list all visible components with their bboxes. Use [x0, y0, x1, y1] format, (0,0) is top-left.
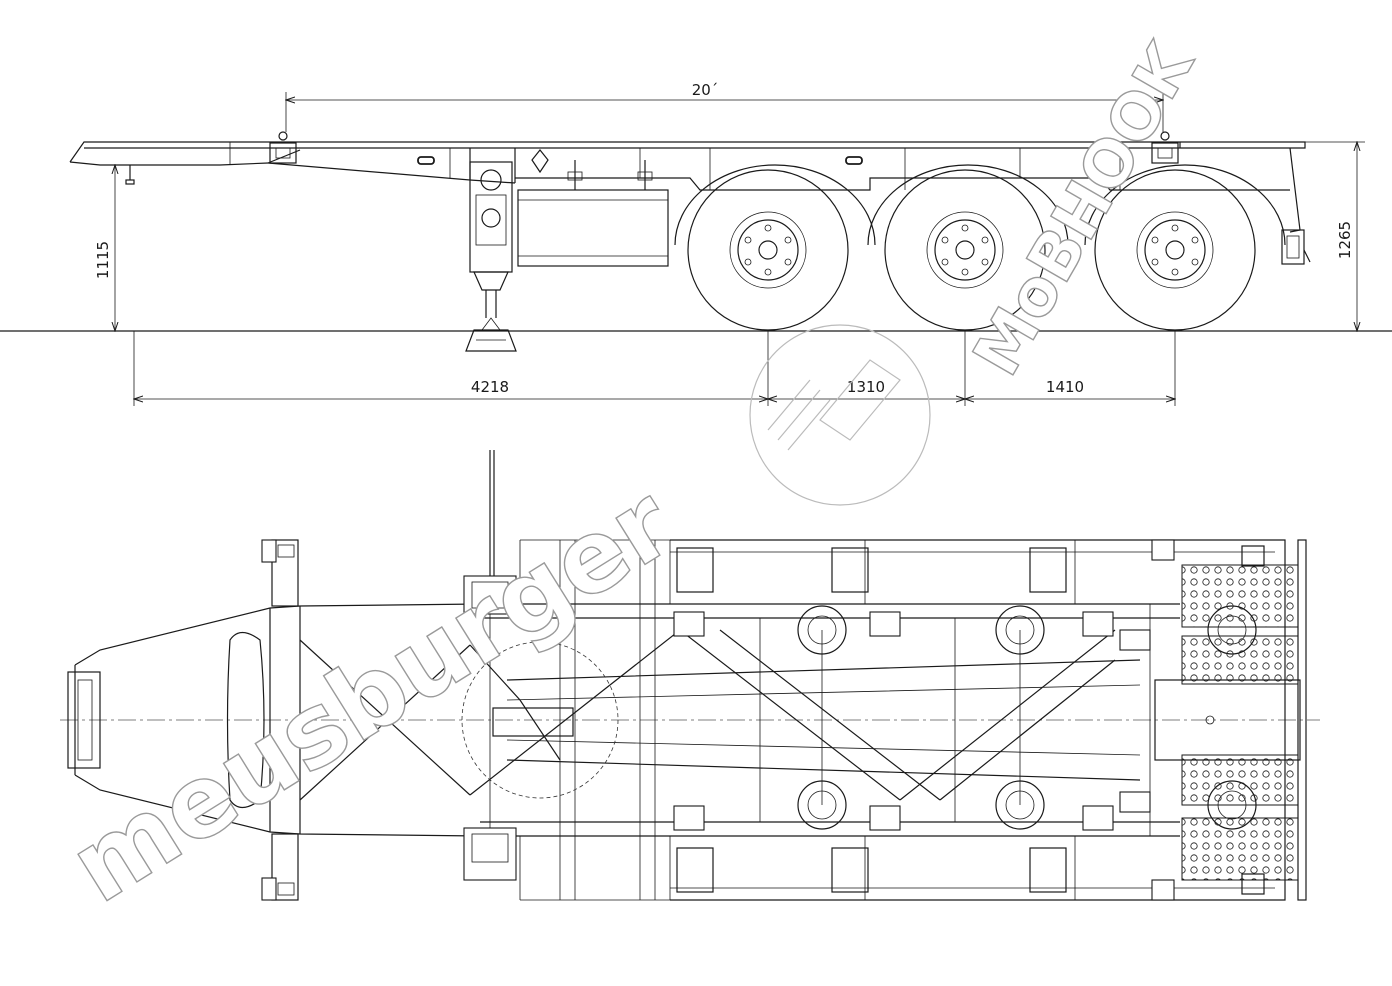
twistlock-rear-side	[1151, 131, 1179, 164]
front-twistlock-arms	[261, 539, 299, 901]
dim-label-1410: 1410	[1046, 378, 1084, 396]
top-view	[60, 450, 1320, 901]
spare-wheel-carrier	[492, 707, 574, 737]
watermark-brand-diagonal: meusburger	[51, 464, 693, 926]
dim-rear-height: 1265	[1305, 142, 1365, 331]
front-kingpin-leg	[125, 165, 135, 185]
main-beams	[480, 539, 1180, 901]
cross-members	[759, 604, 1151, 836]
spare-wheel-outline	[461, 641, 619, 799]
side-view: 20´ 1115 1265 4218 1310 1410	[0, 81, 1392, 406]
dim-axle-positions: 4218 1310 1410	[134, 330, 1175, 406]
dim-container-length: 20´	[286, 81, 1163, 132]
dim-label-1265: 1265	[1336, 221, 1354, 259]
rear-twistlocks-top	[1119, 539, 1175, 901]
dim-front-height: 1115	[94, 165, 135, 331]
watermark-brand-vertical: MoBHOOK	[960, 30, 1209, 388]
wheel-bolts	[744, 224, 1199, 276]
dim-label-20ft: 20´	[692, 81, 719, 99]
landing-gear-top	[463, 450, 517, 881]
gooseneck-top	[67, 603, 1180, 837]
air-tank-side	[517, 160, 669, 267]
fender-plates	[676, 547, 1067, 893]
twistlock-front-side	[269, 131, 297, 164]
dim-label-1115: 1115	[94, 241, 112, 279]
landing-gear-side	[465, 149, 549, 352]
cross-bracing	[469, 629, 1141, 801]
dim-label-1310: 1310	[847, 378, 885, 396]
rear-deck	[1154, 539, 1307, 901]
watermark-logo	[749, 324, 931, 506]
suspension-hangers	[673, 611, 1114, 831]
dim-label-4218: 4218	[471, 378, 509, 396]
